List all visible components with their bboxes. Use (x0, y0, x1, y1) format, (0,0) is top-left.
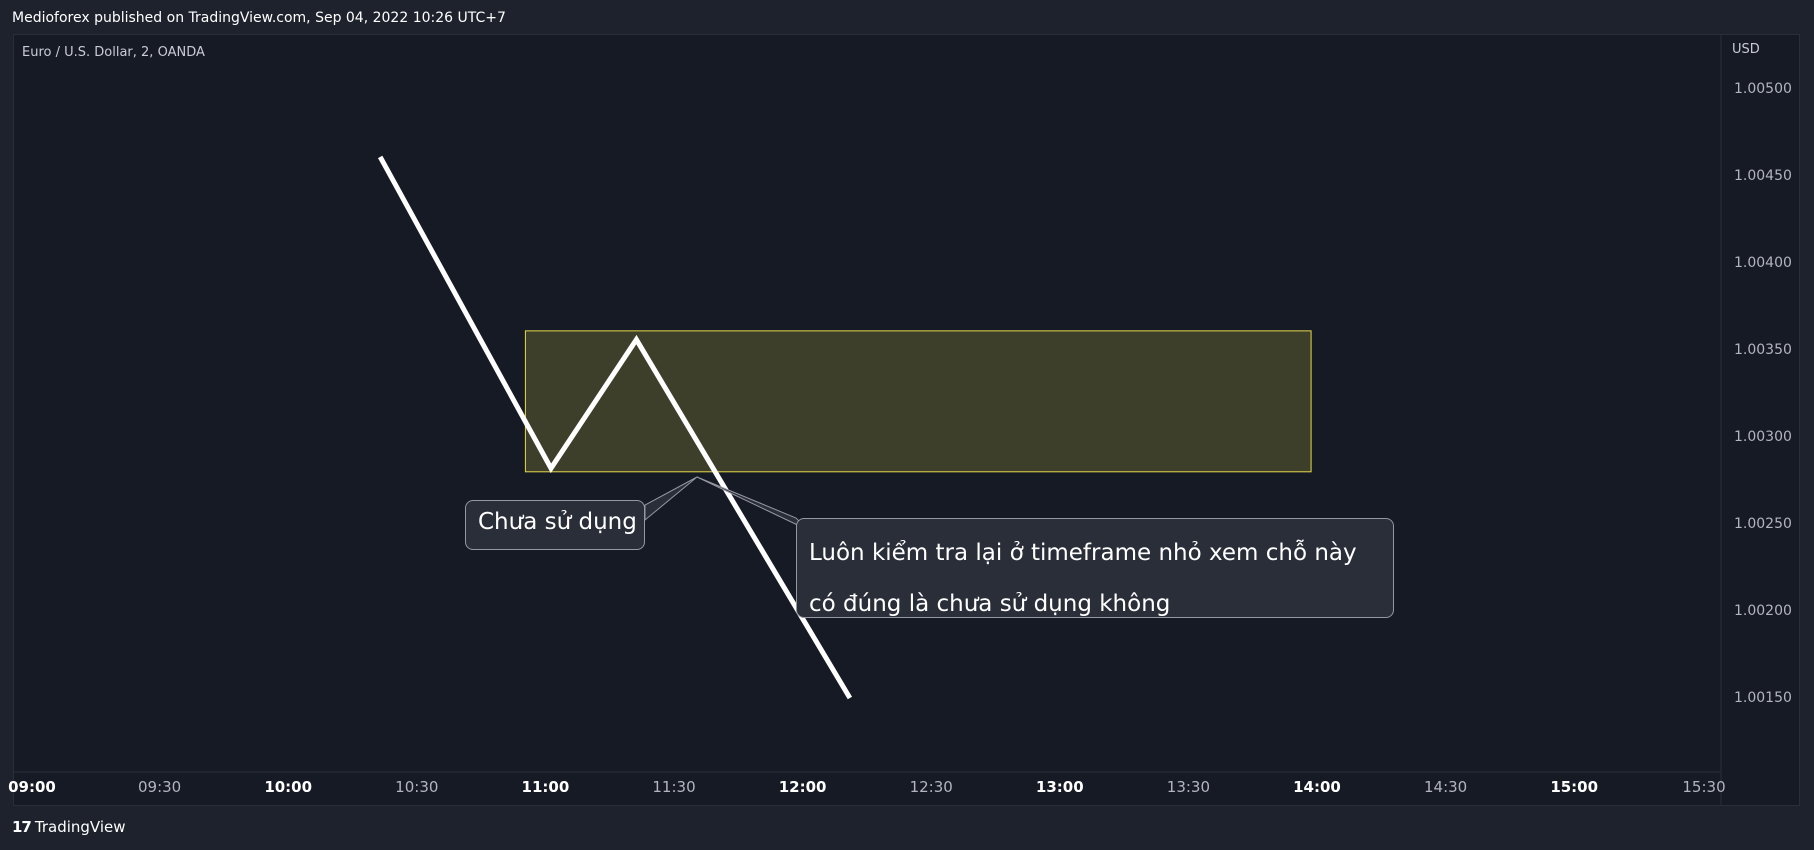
brand-name: TradingView (34, 818, 126, 836)
publish-header: Medioforex published on TradingView.com,… (12, 10, 506, 26)
callout-check-pointer (696, 476, 809, 531)
footer-brand[interactable]: 17 TradingView (12, 818, 126, 836)
price-path-line (378, 155, 853, 700)
callout-check-timeframe[interactable]: Luôn kiểm tra lại ở timeframe nhỏ xem ch… (796, 518, 1394, 618)
tradingview-logo-icon: 17 (12, 818, 32, 836)
price-tick-label: 1.00300 (1734, 429, 1792, 445)
time-tick-label: 10:30 (395, 778, 439, 796)
time-tick-label: 15:30 (1682, 778, 1726, 796)
time-tick-label: 14:00 (1293, 778, 1341, 796)
price-currency: USD (1732, 42, 1760, 57)
price-tick-label: 1.00350 (1734, 342, 1792, 358)
callout-unused-pointer (644, 476, 698, 522)
supply-zone-rect (524, 330, 1312, 473)
time-tick-label: 13:00 (1035, 778, 1084, 796)
time-tick-label: 10:00 (264, 778, 313, 796)
time-tick-label: 12:30 (909, 778, 953, 796)
price-tick-label: 1.00400 (1734, 255, 1792, 271)
time-tick-label: 12:00 (778, 778, 827, 796)
price-tick-label: 1.00250 (1734, 516, 1792, 532)
time-tick-label: 15:00 (1550, 778, 1599, 796)
callout-unused[interactable]: Chưa sử dụng (465, 500, 645, 550)
price-tick-label: 1.00150 (1734, 690, 1792, 706)
price-tick-label: 1.00450 (1734, 168, 1792, 184)
time-tick-label: 11:30 (652, 778, 696, 796)
time-tick-label: 11:00 (521, 778, 570, 796)
price-tick-label: 1.00500 (1734, 81, 1792, 97)
price-tick-label: 1.00200 (1734, 603, 1792, 619)
time-tick-label: 14:30 (1423, 778, 1468, 796)
symbol-title: Euro / U.S. Dollar, 2, OANDA (22, 45, 205, 60)
time-tick-label: 09:00 (8, 778, 56, 796)
time-tick-label: 13:30 (1166, 778, 1211, 796)
time-tick-label: 09:30 (137, 778, 182, 796)
